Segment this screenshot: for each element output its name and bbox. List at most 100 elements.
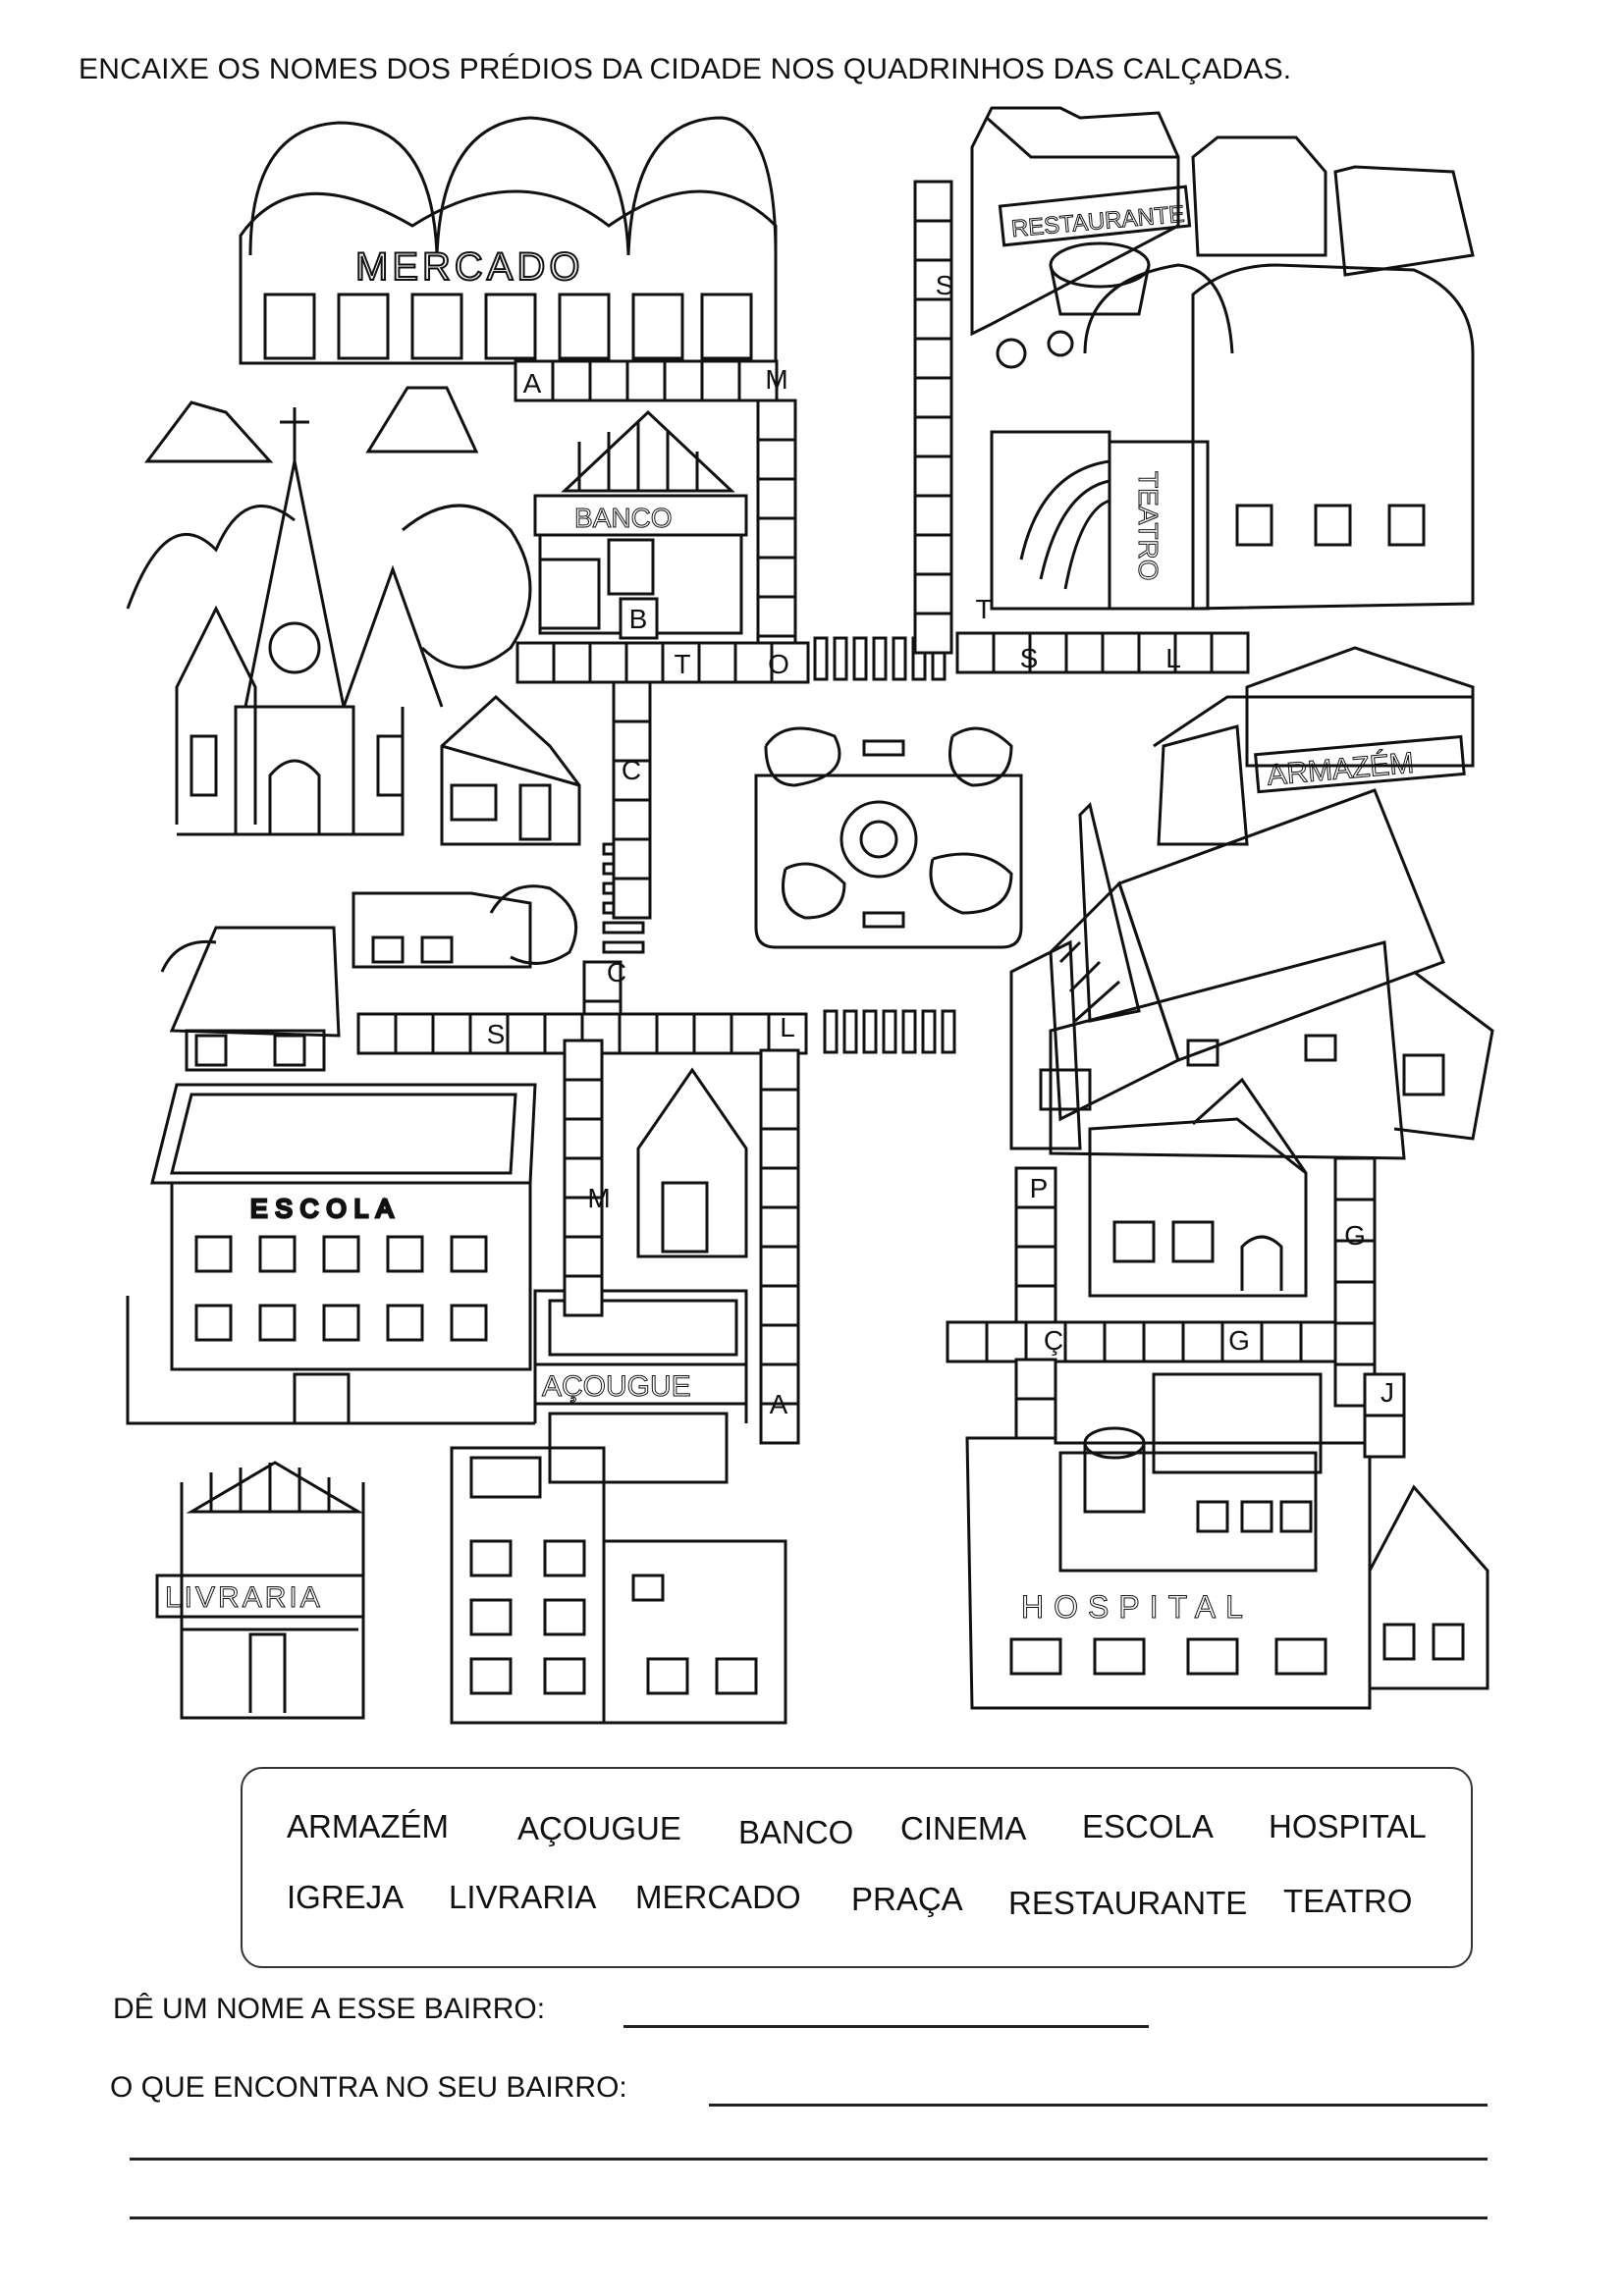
- grid-cell[interactable]: [756, 477, 797, 520]
- answer-line-extra-1[interactable]: [130, 2158, 1488, 2161]
- grid-cell[interactable]: [588, 359, 629, 402]
- grid-cell[interactable]: [663, 359, 704, 402]
- grid-cell[interactable]: [913, 219, 953, 262]
- grid-cell[interactable]: [552, 641, 592, 684]
- grid-cell[interactable]: [1014, 1358, 1057, 1401]
- grid-cell[interactable]: [612, 680, 652, 723]
- grid-letter: T: [975, 594, 992, 624]
- grid-cell[interactable]: [506, 1012, 547, 1055]
- grid-cell[interactable]: [619, 597, 659, 640]
- grid-cell[interactable]: [756, 595, 797, 638]
- grid-cell[interactable]: [759, 1402, 800, 1445]
- grid-cell[interactable]: [356, 1012, 398, 1055]
- grid-cell[interactable]: [759, 1362, 800, 1406]
- grid-cell[interactable]: [468, 1012, 510, 1055]
- grid-cell[interactable]: [1137, 631, 1177, 674]
- grid-cell[interactable]: [1333, 1321, 1377, 1366]
- restaurante-building: [970, 106, 1475, 369]
- grid-cell[interactable]: [563, 1078, 604, 1121]
- grid-cell[interactable]: [563, 1117, 604, 1160]
- grid-cell[interactable]: [730, 1012, 771, 1055]
- grid-cell[interactable]: [913, 533, 953, 576]
- grid-cell[interactable]: [759, 1205, 800, 1249]
- armazem-building: [1009, 646, 1494, 1160]
- grid-cell[interactable]: [1014, 1397, 1057, 1440]
- grid-cell[interactable]: [1103, 1320, 1146, 1363]
- grid-cell[interactable]: [563, 1039, 604, 1082]
- grid-cell[interactable]: [759, 1323, 800, 1366]
- grid-cell[interactable]: [1333, 1156, 1377, 1201]
- grid-cell[interactable]: [1142, 1320, 1185, 1363]
- grid-cell[interactable]: [431, 1012, 472, 1055]
- grid-cell[interactable]: [756, 438, 797, 481]
- grid-cell[interactable]: [913, 180, 953, 223]
- answer-line-contents[interactable]: [709, 2104, 1488, 2107]
- word-bank-item: ARMAZÉM: [287, 1808, 449, 1844]
- grid-cell[interactable]: [1210, 631, 1250, 674]
- grid-cell[interactable]: [624, 641, 665, 684]
- grid-cell[interactable]: [618, 1012, 659, 1055]
- grid-cell[interactable]: [625, 359, 667, 402]
- grid-cell[interactable]: [1101, 631, 1141, 674]
- instruction-text: ENCAIXE OS NOMES DOS PRÉDIOS DA CIDADE N…: [79, 53, 1292, 85]
- grid-cell[interactable]: [1363, 1414, 1406, 1459]
- word-bank-item: IGREJA: [287, 1879, 405, 1915]
- grid-cell[interactable]: [692, 1012, 733, 1055]
- grid-cell[interactable]: [955, 631, 996, 674]
- grid-cell[interactable]: [756, 556, 797, 599]
- grid-cell[interactable]: [759, 1166, 800, 1209]
- grid-cell[interactable]: [759, 1088, 800, 1131]
- answer-line-name[interactable]: [623, 2025, 1149, 2028]
- grid-cell[interactable]: [913, 297, 953, 341]
- grid-cell[interactable]: [1220, 1320, 1264, 1363]
- grid-cell[interactable]: [913, 376, 953, 419]
- grid-cell[interactable]: [588, 641, 628, 684]
- grid-cell[interactable]: [394, 1012, 435, 1055]
- answer-line-extra-2[interactable]: [130, 2216, 1488, 2219]
- grid-cell[interactable]: [913, 337, 953, 380]
- grid-cell[interactable]: [563, 1274, 604, 1317]
- grid-cell[interactable]: [759, 1127, 800, 1170]
- grid-cell[interactable]: [563, 1235, 604, 1278]
- grid-cell[interactable]: [1064, 631, 1105, 674]
- grid-cell[interactable]: [770, 641, 810, 684]
- grid-cell[interactable]: [985, 1320, 1028, 1363]
- grid-cell[interactable]: [913, 612, 953, 655]
- grid-cell[interactable]: [1014, 1205, 1057, 1249]
- grid-cell[interactable]: [756, 516, 797, 560]
- grid-cell[interactable]: [612, 798, 652, 841]
- grid-cell[interactable]: [1260, 1320, 1303, 1363]
- grid-cell[interactable]: [759, 1048, 800, 1092]
- grid-cell[interactable]: [1333, 1239, 1377, 1284]
- grid-cell[interactable]: [913, 454, 953, 498]
- acougue-sign: AÇOUGUE: [542, 1370, 691, 1403]
- grid-cell[interactable]: [759, 1284, 800, 1327]
- grid-cell[interactable]: [1181, 1320, 1224, 1363]
- grid-cell[interactable]: [1014, 1245, 1057, 1288]
- mercado-building: [239, 116, 778, 365]
- grid-cell[interactable]: [515, 641, 556, 684]
- grid-cell[interactable]: [913, 494, 953, 537]
- grid-cell[interactable]: [1014, 1284, 1057, 1327]
- grid-cell[interactable]: [756, 399, 797, 442]
- grid-cell[interactable]: [759, 1245, 800, 1288]
- grid-cell[interactable]: [913, 572, 953, 615]
- grid-cell[interactable]: [655, 1012, 696, 1055]
- grid-cell[interactable]: [551, 359, 592, 402]
- grid-cell[interactable]: [612, 877, 652, 920]
- grid-cell[interactable]: [913, 415, 953, 458]
- small-house-center: [636, 1067, 748, 1258]
- grid-cell[interactable]: [612, 837, 652, 881]
- grid-letter: L: [1165, 643, 1181, 673]
- grid-cell[interactable]: [1173, 631, 1214, 674]
- crosswalks: [602, 636, 956, 1054]
- grid-cell[interactable]: [733, 641, 774, 684]
- grid-cell[interactable]: [697, 641, 737, 684]
- grid-letter: J: [1380, 1377, 1394, 1408]
- grid-cell[interactable]: [700, 359, 741, 402]
- grid-cell[interactable]: [563, 1156, 604, 1200]
- grid-cell[interactable]: [946, 1320, 989, 1363]
- livraria-sign: LIVRARIA: [165, 1581, 323, 1614]
- grid-cell[interactable]: [1063, 1320, 1107, 1363]
- grid-cell[interactable]: [1333, 1280, 1377, 1325]
